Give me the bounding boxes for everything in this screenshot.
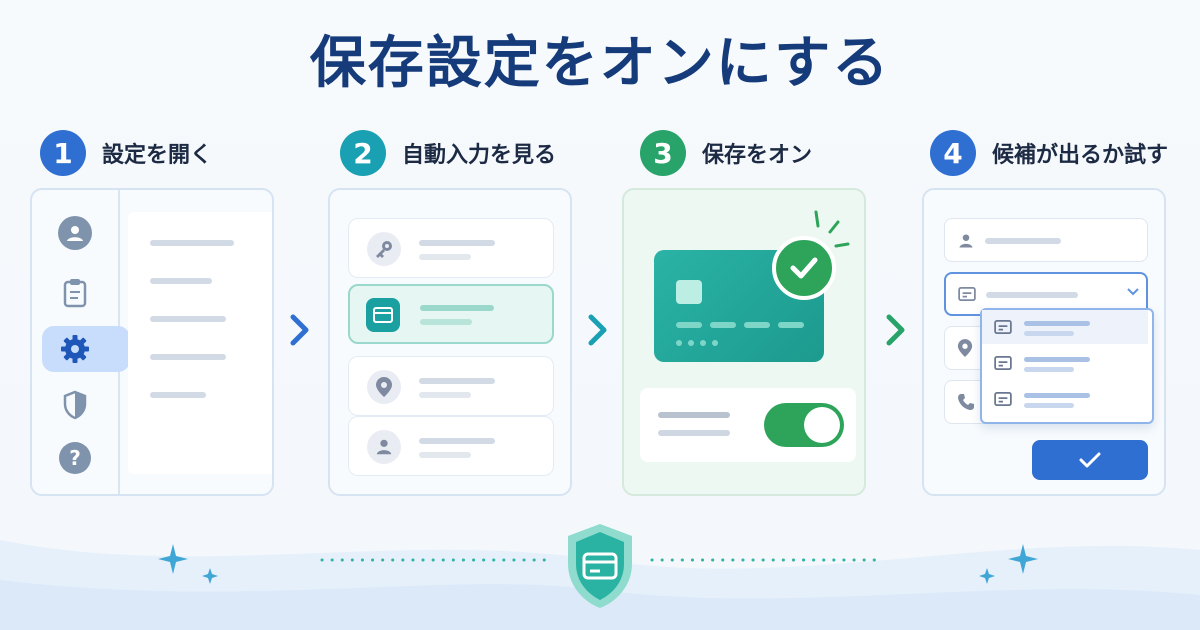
save-toggle-switch[interactable] bbox=[764, 403, 844, 447]
chevron-right-icon bbox=[886, 314, 905, 346]
check-icon bbox=[1079, 452, 1101, 468]
suggestion-option[interactable] bbox=[982, 382, 1148, 416]
location-icon bbox=[957, 339, 973, 357]
autofill-item-addresses[interactable] bbox=[348, 356, 554, 416]
phone-icon bbox=[958, 394, 974, 410]
person-icon bbox=[959, 234, 973, 248]
card-icon bbox=[994, 320, 1012, 334]
test-form-panel bbox=[922, 188, 1166, 496]
gear-icon[interactable] bbox=[58, 332, 92, 366]
check-circle-icon bbox=[772, 236, 836, 300]
suggestion-option[interactable] bbox=[982, 346, 1148, 380]
help-icon[interactable]: ? bbox=[59, 442, 91, 474]
chevron-down-icon[interactable] bbox=[1126, 287, 1140, 297]
suggestion-option[interactable] bbox=[982, 310, 1148, 344]
submit-button[interactable] bbox=[1032, 440, 1148, 480]
settings-panel: ? bbox=[30, 188, 274, 496]
autofill-suggestions-dropdown bbox=[980, 308, 1154, 424]
sparkle-icon bbox=[158, 544, 218, 584]
autofill-item-passwords[interactable] bbox=[348, 218, 554, 278]
autofill-item-payment[interactable] bbox=[348, 284, 554, 344]
save-setting-panel bbox=[622, 188, 866, 496]
chevron-right-icon bbox=[588, 314, 607, 346]
dotted-divider-left bbox=[320, 558, 550, 562]
chevron-right-icon bbox=[290, 314, 309, 346]
clipboard-icon[interactable] bbox=[60, 276, 90, 310]
step-2-label: 自動入力を見る bbox=[402, 143, 557, 168]
autofill-item-profile[interactable] bbox=[348, 416, 554, 476]
step-2-badge: 2 bbox=[340, 130, 386, 176]
person-icon bbox=[367, 430, 401, 464]
dotted-divider-right bbox=[650, 558, 880, 562]
settings-content bbox=[128, 212, 272, 474]
page-title: 保存設定をオンにする bbox=[309, 31, 891, 96]
autofill-panel bbox=[328, 188, 572, 496]
step-4-label: 候補が出るか試す bbox=[992, 143, 1169, 168]
shield-card-icon bbox=[568, 524, 632, 608]
location-icon bbox=[367, 370, 401, 404]
step-3-badge: 3 bbox=[640, 130, 686, 176]
card-icon bbox=[994, 356, 1012, 370]
card-icon bbox=[958, 287, 976, 301]
card-chip bbox=[676, 280, 702, 304]
step-3-header: 3 保存をオン bbox=[640, 128, 812, 178]
step-4-header: 4 候補が出るか試す bbox=[930, 128, 1168, 178]
step-4-badge: 4 bbox=[930, 130, 976, 176]
sparkle-lines bbox=[814, 210, 850, 248]
sparkle-icon bbox=[979, 544, 1038, 584]
step-2-header: 2 自動入力を見る bbox=[340, 128, 556, 178]
person-icon[interactable] bbox=[58, 216, 92, 250]
name-field[interactable] bbox=[944, 218, 1148, 262]
save-toggle-row bbox=[640, 388, 856, 462]
card-icon bbox=[994, 392, 1012, 406]
card-icon bbox=[366, 298, 400, 332]
step-1-label: 設定を開く bbox=[102, 143, 213, 168]
step-3-label: 保存をオン bbox=[702, 143, 813, 168]
key-icon bbox=[367, 232, 401, 266]
shield-icon[interactable] bbox=[60, 388, 90, 422]
step-1-header: 1 設定を開く bbox=[40, 128, 212, 178]
step-1-badge: 1 bbox=[40, 130, 86, 176]
